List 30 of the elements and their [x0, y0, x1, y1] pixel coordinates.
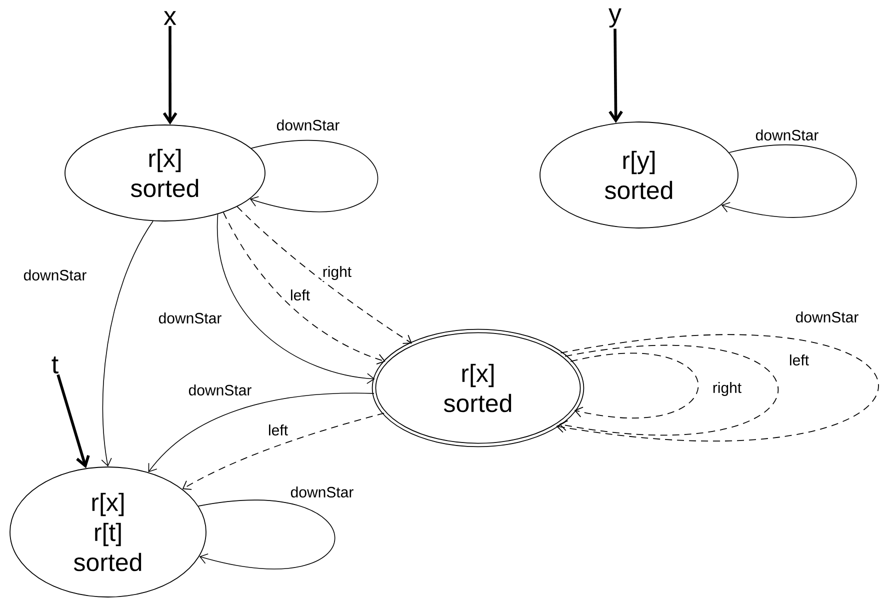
edge-label: downStar — [754, 128, 820, 142]
transition-arrow — [101, 220, 154, 467]
edge-label: downStar — [187, 383, 253, 396]
edge-label: left — [788, 353, 810, 366]
variable-label: t — [52, 356, 58, 374]
self-loop-arrow — [250, 140, 378, 212]
self-loop-arrow — [721, 145, 857, 218]
edge-label: left — [289, 288, 311, 302]
edge-label: left — [267, 423, 289, 436]
transition-arrow — [148, 392, 374, 472]
entry-arrow — [608, 28, 623, 124]
edge-label: downStar — [157, 311, 223, 324]
edge-label: right — [321, 265, 353, 281]
entry-arrow — [162, 26, 178, 125]
edge-label: downStar — [289, 485, 355, 498]
self-loop-arrow — [556, 334, 879, 442]
variable-label: y — [608, 8, 622, 28]
transition-arrow — [217, 214, 375, 384]
variable-label: x — [164, 11, 176, 25]
self-loop-arrow — [559, 345, 779, 436]
edge-label: right — [711, 381, 743, 397]
edge-label: downStar — [275, 118, 341, 132]
self-loop-arrow — [198, 500, 336, 570]
edge-label: downStar — [22, 268, 88, 282]
entry-arrow — [56, 374, 90, 468]
self-loop-arrow — [570, 352, 699, 418]
transition-arrow — [236, 206, 412, 344]
edge-label: downStar — [794, 310, 860, 324]
transition-arrow — [222, 212, 386, 364]
transition-arrow — [182, 412, 385, 490]
